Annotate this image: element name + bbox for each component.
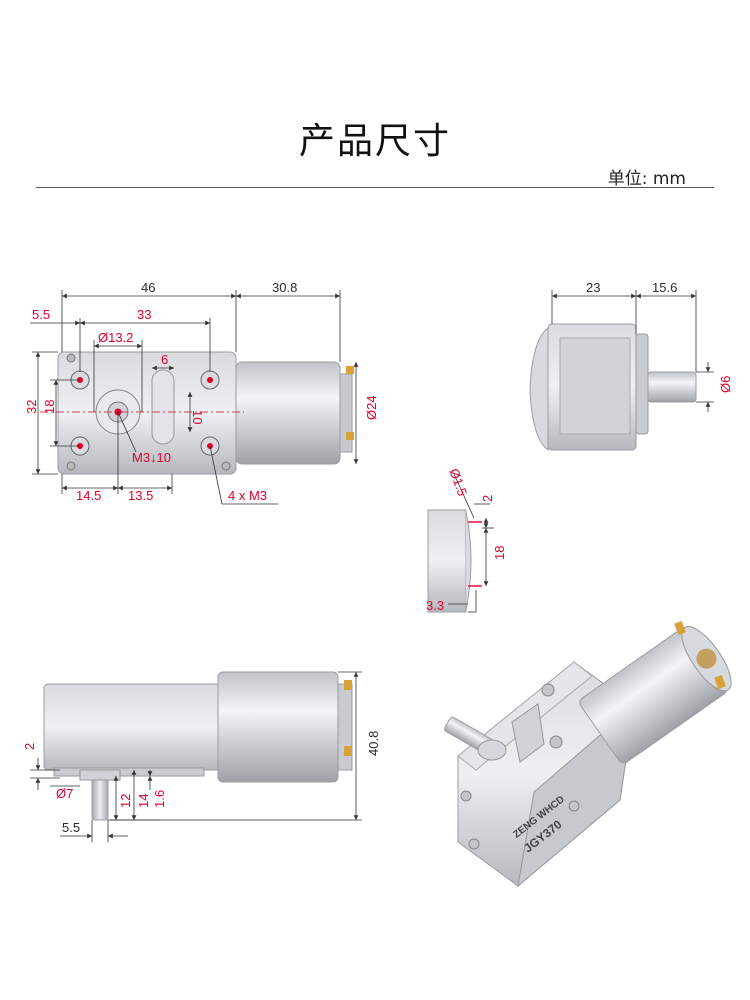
dim-2-detail: 2 bbox=[480, 495, 495, 502]
motor-3d bbox=[579, 626, 732, 764]
gearbox-detail bbox=[427, 509, 467, 613]
side-view: 23 15.6 Ø6 bbox=[529, 280, 733, 452]
dim-10: 10 bbox=[190, 410, 205, 424]
page-title: 产品尺寸 bbox=[298, 121, 451, 162]
dim-dia-13-2: Ø13.2 bbox=[98, 330, 133, 345]
dim-14-5: 14.5 bbox=[76, 488, 101, 503]
terminal-3d-a bbox=[674, 620, 686, 636]
title-divider bbox=[36, 187, 714, 188]
terminal-3d-b bbox=[714, 674, 726, 690]
bottom-view: 2 Ø7 12 14 1.6 5.5 40.8 bbox=[22, 671, 381, 842]
dim-m3-depth: M3↓10 bbox=[132, 450, 171, 465]
dim-13-5: 13.5 bbox=[128, 488, 153, 503]
motor-body-front bbox=[235, 361, 341, 465]
terminal-a bbox=[344, 680, 352, 690]
dim-18: 18 bbox=[42, 400, 57, 414]
product-3d-view: ZENG WHCD JGY370 bbox=[444, 620, 732, 888]
dim-14: 14 bbox=[136, 794, 151, 808]
gearbox-bottom bbox=[43, 683, 221, 771]
unit-label: 单位: mm bbox=[607, 169, 686, 189]
output-shaft-side bbox=[647, 371, 697, 403]
dim-2-bottom: 2 bbox=[22, 743, 37, 750]
dim-18-detail: 18 bbox=[492, 546, 507, 560]
dim-12: 12 bbox=[118, 794, 133, 808]
motor-body-bottom bbox=[217, 671, 339, 783]
dim-dia-7: Ø7 bbox=[56, 786, 73, 801]
dim-6: 6 bbox=[161, 352, 168, 367]
dim-15-6: 15.6 bbox=[652, 280, 677, 295]
output-shaft-bottom bbox=[91, 773, 109, 821]
dim-1-6: 1.6 bbox=[152, 790, 167, 808]
dim-dia-24: Ø24 bbox=[364, 395, 379, 420]
dim-dia-1-5: Ø1.5 bbox=[446, 466, 470, 498]
front-view: 46 30.8 5.5 33 Ø13.2 6 32 18 10 Ø24 M3↓1… bbox=[24, 280, 379, 505]
slot bbox=[151, 369, 175, 445]
terminal-b bbox=[344, 746, 352, 756]
dim-33: 33 bbox=[137, 307, 151, 322]
dim-40-8: 40.8 bbox=[366, 731, 381, 756]
dim-4xM3: 4 x M3 bbox=[228, 488, 267, 503]
dim-46: 46 bbox=[141, 280, 155, 295]
dim-5-5-bottom: 5.5 bbox=[62, 820, 80, 835]
dim-23: 23 bbox=[586, 280, 600, 295]
terminal-bottom bbox=[346, 432, 354, 440]
dim-dia-6: Ø6 bbox=[718, 376, 733, 393]
dim-30-8: 30.8 bbox=[272, 280, 297, 295]
dim-32: 32 bbox=[24, 400, 39, 414]
terminal-top bbox=[346, 366, 354, 374]
dim-3-3: 3.3 bbox=[426, 598, 444, 613]
detail-view: Ø1.5 2 18 3.3 bbox=[426, 466, 507, 613]
dim-5-5: 5.5 bbox=[32, 307, 50, 322]
